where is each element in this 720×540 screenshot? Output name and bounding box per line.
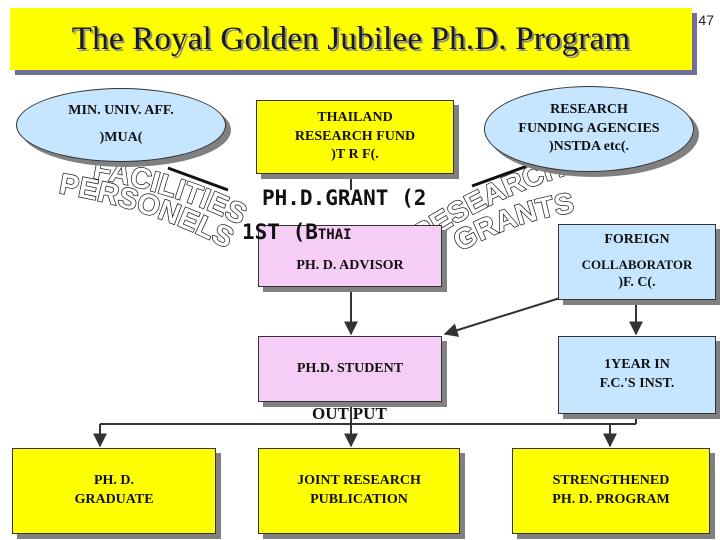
advisor-label: PH. D. ADVISOR bbox=[296, 257, 404, 273]
output-label: OUT PUT bbox=[312, 404, 387, 423]
joint-box: JOINT RESEARCH PUBLICATION bbox=[258, 448, 460, 534]
foreign-line2: COLLABORATOR bbox=[581, 257, 693, 273]
trf-line2: RESEARCH FUND bbox=[294, 128, 416, 144]
agencies-line1: RESEARCH bbox=[550, 101, 628, 117]
grant-line2: 1ST (BTHAI bbox=[242, 220, 352, 244]
graduate-box: PH. D. GRADUATE bbox=[12, 448, 216, 534]
slide-title: The Royal Golden Jubilee Ph.D. Program bbox=[71, 20, 631, 57]
mua-dash bbox=[167, 166, 229, 192]
mua-ellipse: MIN. UNIV. AFF. )MUA( bbox=[16, 88, 226, 162]
trf-line1: THAILAND bbox=[317, 109, 393, 125]
student-box: PH.D. STUDENT bbox=[258, 336, 442, 402]
joint-line2: PUBLICATION bbox=[310, 492, 408, 507]
agencies-line2: FUNDING AGENCIES bbox=[518, 120, 660, 136]
student-label: PH.D. STUDENT bbox=[296, 360, 404, 376]
strengthened-line2: PH. D. PROGRAM bbox=[552, 492, 670, 507]
grant-sub: THAI bbox=[317, 227, 352, 243]
agencies-dash bbox=[471, 163, 531, 188]
foreign-line1: FOREIGN bbox=[604, 232, 670, 248]
grant-line2-text: 1ST (B bbox=[242, 220, 318, 244]
foreign-box: FOREIGN COLLABORATOR )F. C(. bbox=[558, 224, 716, 300]
joint-line1: JOINT RESEARCH bbox=[297, 473, 421, 489]
year-box: 1YEAR IN F.C.'S INST. bbox=[558, 336, 716, 414]
year-line2: F.C.'S INST. bbox=[599, 376, 675, 391]
grant-line1: PH.D.GRANT (2 bbox=[262, 186, 427, 210]
trf-line3: )T R F(. bbox=[331, 147, 379, 163]
agencies-line3: )NSTDA etc(. bbox=[548, 139, 630, 155]
graduate-line2: GRADUATE bbox=[74, 492, 154, 507]
page-number: 47 bbox=[698, 12, 714, 28]
foreign-student-arrow bbox=[443, 297, 561, 337]
mua-line1: MIN. UNIV. AFF. bbox=[68, 103, 174, 119]
strengthened-box: STRENGTHENED PH. D. PROGRAM bbox=[512, 448, 710, 534]
title-banner bbox=[10, 8, 692, 70]
trf-box: THAILAND RESEARCH FUND )T R F(. bbox=[256, 100, 454, 174]
graduate-line1: PH. D. bbox=[93, 473, 135, 489]
strengthened-line1: STRENGTHENED bbox=[552, 473, 670, 489]
year-line1: 1YEAR IN bbox=[604, 357, 670, 373]
foreign-line3: )F. C(. bbox=[618, 274, 656, 290]
mua-line2: )MUA( bbox=[99, 130, 143, 145]
advisor-box: PH. D. ADVISOR bbox=[258, 225, 442, 287]
agencies-ellipse: RESEARCH FUNDING AGENCIES )NSTDA etc(. bbox=[484, 86, 694, 172]
